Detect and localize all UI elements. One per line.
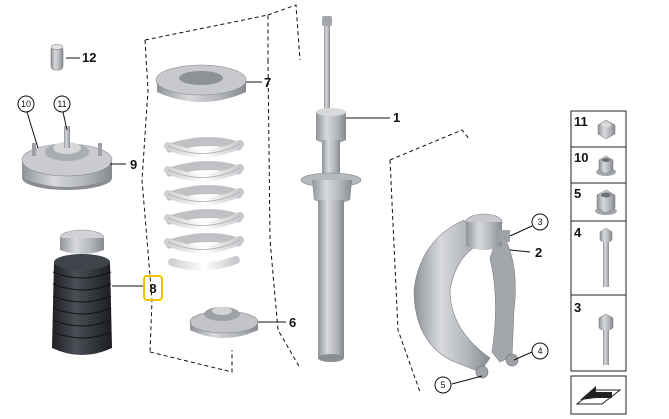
callout-8[interactable]: 8 xyxy=(149,281,156,296)
legend-panel: 11 10 5 4 3 xyxy=(570,110,627,415)
assembly-arrow-icon xyxy=(575,386,622,405)
legend-num-4: 4 xyxy=(574,225,582,240)
callout-10: 10 xyxy=(21,99,31,109)
callout-2: 2 xyxy=(535,245,542,260)
flange-nut-icon xyxy=(596,155,616,176)
part-7-upper-spring-seat xyxy=(155,64,247,102)
legend-num-3: 3 xyxy=(574,300,581,315)
part-9-top-mount xyxy=(21,126,113,190)
part-12-dust-cap xyxy=(50,44,64,71)
part-8-dust-boot xyxy=(52,229,112,355)
callout-11-circle xyxy=(53,95,71,113)
part-2-fork xyxy=(413,213,519,379)
callout-10-circle xyxy=(17,95,35,113)
dashed-group-lines xyxy=(141,4,471,393)
nut-icon xyxy=(597,119,616,140)
leader-lines xyxy=(26,57,533,385)
callout-11: 11 xyxy=(57,99,66,109)
callouts: 12 10 11 7 9 1 8 6 3 2 4 5 xyxy=(17,50,549,394)
callout-5-circle xyxy=(434,376,452,394)
callout-3-circle xyxy=(531,213,549,231)
callout-6: 6 xyxy=(289,315,296,330)
collar-nut-icon xyxy=(595,189,617,215)
part-1-shock-absorber xyxy=(300,16,362,362)
hex-bolt-short-icon xyxy=(598,313,614,365)
callout-3: 3 xyxy=(537,217,542,227)
callout-4: 4 xyxy=(537,346,542,356)
callout-12: 12 xyxy=(82,50,96,65)
legend-num-10: 10 xyxy=(574,150,588,165)
hex-bolt-long-icon xyxy=(599,227,613,287)
callout-1: 1 xyxy=(393,110,400,125)
coil-spring xyxy=(164,136,244,271)
callout-5: 5 xyxy=(440,380,445,390)
legend-num-11: 11 xyxy=(574,114,588,129)
callout-4-circle xyxy=(531,342,549,360)
part-6-lower-spring-seat xyxy=(189,307,259,338)
legend-num-5: 5 xyxy=(574,186,581,201)
callout-7: 7 xyxy=(264,75,271,90)
callout-9: 9 xyxy=(130,157,137,172)
highlight-box xyxy=(143,275,163,301)
